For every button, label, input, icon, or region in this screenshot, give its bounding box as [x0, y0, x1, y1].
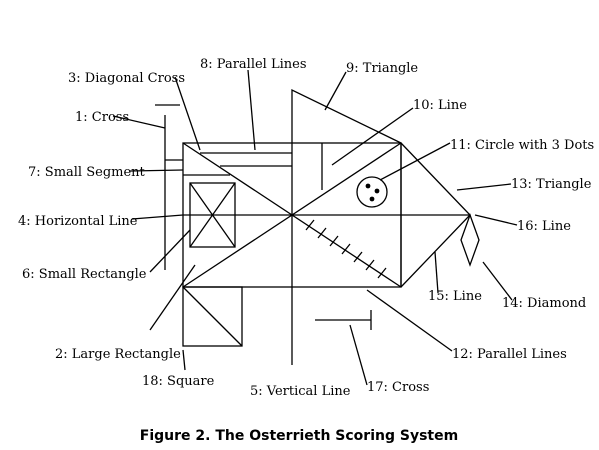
label-horizontal-line: 4: Horizontal Line	[18, 214, 138, 229]
label-parallel-lines-8: 8: Parallel Lines	[200, 57, 307, 72]
circle-with-dots	[356, 176, 388, 208]
label-square: 18: Square	[142, 374, 215, 389]
label-line-10: 10: Line	[413, 98, 467, 113]
label-cross: 1: Cross	[75, 110, 129, 125]
label-vertical-line: 5: Vertical Line	[250, 384, 351, 399]
label-small-rectangle: 6: Small Rectangle	[22, 267, 147, 282]
label-cross-17: 17: Cross	[367, 380, 429, 395]
label-diagonal-cross: 3: Diagonal Cross	[68, 71, 185, 86]
bottom-square	[182, 286, 243, 347]
label-triangle-9: 9: Triangle	[346, 61, 418, 76]
small-rectangle	[189, 182, 236, 248]
parallel-lines-12	[305, 219, 387, 279]
label-line-16: 16: Line	[517, 219, 571, 234]
label-diamond: 14: Diamond	[502, 296, 586, 311]
small-rectangle-diagonal-b	[189, 182, 236, 248]
label-circle-with-dots: 11: Circle with 3 Dots	[450, 138, 594, 153]
label-parallel-lines-12: 12: Parallel Lines	[452, 347, 567, 362]
circle-dot-2	[374, 188, 380, 194]
circle-dot-1	[365, 183, 371, 189]
bottom-square-diagonal	[182, 286, 243, 347]
label-line-15: 15: Line	[428, 289, 482, 304]
circle-dot-3	[369, 196, 375, 202]
leader-lines	[112, 69, 518, 386]
label-large-rectangle: 2: Large Rectangle	[55, 347, 181, 362]
top-triangle	[291, 88, 402, 144]
label-small-segment: 7: Small Segment	[28, 165, 146, 180]
figure-caption: Figure 2. The Osterrieth Scoring System	[140, 428, 458, 444]
diamond	[460, 213, 480, 267]
label-triangle-13: 13: Triangle	[511, 177, 592, 192]
